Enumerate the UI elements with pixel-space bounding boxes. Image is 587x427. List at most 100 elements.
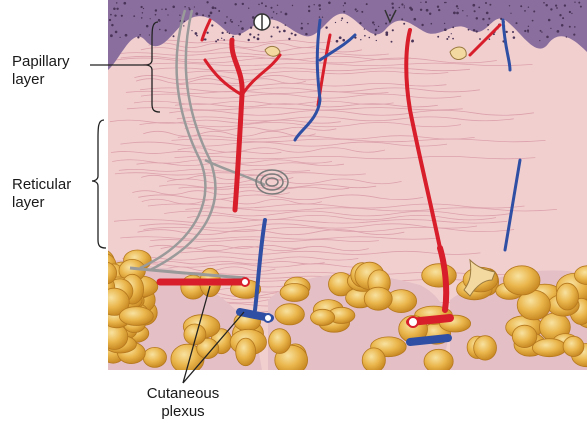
- stipple-dot: [206, 1, 208, 3]
- stipple-dot: [374, 34, 376, 36]
- stipple-dot: [374, 24, 375, 25]
- stipple-dot: [392, 7, 394, 9]
- stipple-dot: [524, 10, 526, 12]
- stipple-dot: [210, 12, 213, 15]
- reticular-bracket: [92, 120, 106, 248]
- stipple-dot: [375, 29, 377, 31]
- stipple-dot: [557, 30, 560, 33]
- stipple-dot: [355, 8, 357, 10]
- stipple-dot: [524, 30, 526, 32]
- fat-cell: [280, 284, 309, 302]
- stipple-dot: [385, 22, 387, 24]
- fat-cell: [556, 283, 578, 310]
- stipple-dot: [437, 6, 439, 8]
- stipple-dot: [114, 14, 116, 16]
- stipple-dot: [123, 2, 126, 5]
- stipple-dot: [158, 19, 160, 21]
- stipple-dot: [226, 16, 228, 18]
- stipple-dot: [474, 10, 476, 12]
- stipple-dot: [339, 36, 342, 39]
- stipple-dot: [232, 36, 234, 38]
- stipple-dot: [265, 5, 267, 7]
- stipple-dot: [111, 24, 113, 26]
- stipple-dot: [121, 15, 123, 17]
- stipple-dot: [308, 6, 310, 8]
- stipple-dot: [217, 39, 219, 41]
- stipple-dot: [574, 2, 575, 3]
- stipple-dot: [230, 19, 231, 20]
- stipple-dot: [211, 24, 213, 26]
- stipple-dot: [196, 35, 198, 37]
- stipple-dot: [545, 4, 547, 6]
- stipple-dot: [431, 23, 433, 25]
- stipple-dot: [116, 8, 118, 10]
- fat-cell: [95, 262, 117, 284]
- stipple-dot: [142, 12, 143, 13]
- stipple-dot: [165, 8, 167, 10]
- stipple-dot: [212, 6, 215, 9]
- stipple-dot: [238, 33, 241, 36]
- stipple-dot: [292, 5, 293, 6]
- stipple-dot: [376, 40, 377, 41]
- stipple-dot: [476, 30, 478, 32]
- stipple-dot: [578, 2, 580, 4]
- stipple-dot: [172, 6, 175, 9]
- stipple-dot: [218, 10, 220, 12]
- stipple-dot: [482, 18, 484, 20]
- stipple-dot: [223, 39, 225, 41]
- stipple-dot: [270, 7, 272, 9]
- stipple-dot: [149, 34, 150, 35]
- stipple-dot: [389, 14, 391, 16]
- stipple-dot: [550, 28, 551, 29]
- stipple-dot: [202, 14, 204, 16]
- stipple-dot: [478, 6, 480, 8]
- stipple-dot: [456, 5, 458, 7]
- stipple-dot: [191, 30, 192, 31]
- stipple-dot: [227, 32, 228, 33]
- stipple-dot: [506, 31, 508, 33]
- stipple-dot: [215, 40, 217, 42]
- stipple-dot: [335, 22, 336, 23]
- stipple-dot: [509, 5, 510, 6]
- stipple-dot: [319, 16, 320, 17]
- stipple-dot: [369, 37, 371, 39]
- stipple-dot: [318, 4, 321, 7]
- stipple-dot: [301, 23, 303, 25]
- stipple-dot: [527, 29, 529, 31]
- stipple-dot: [179, 15, 180, 16]
- stipple-dot: [569, 26, 571, 28]
- stipple-dot: [308, 10, 310, 12]
- fat-cell: [364, 287, 392, 310]
- stipple-dot: [221, 38, 222, 39]
- artery-cross-section-right: [408, 317, 418, 327]
- stipple-dot: [140, 6, 142, 8]
- stipple-dot: [307, 23, 309, 25]
- stipple-dot: [342, 39, 345, 42]
- stipple-dot: [574, 26, 576, 28]
- stipple-dot: [487, 24, 489, 26]
- stipple-dot: [115, 31, 118, 34]
- cutaneous-label-line-1: Cutaneous: [128, 385, 238, 403]
- stipple-dot: [466, 15, 467, 16]
- stipple-dot: [249, 33, 251, 35]
- stipple-dot: [372, 21, 374, 23]
- stipple-dot: [288, 38, 290, 40]
- stipple-dot: [573, 34, 575, 36]
- artery-cross-section-left: [241, 278, 249, 286]
- stipple-dot: [420, 2, 421, 3]
- stipple-dot: [364, 28, 365, 29]
- stipple-dot: [165, 29, 167, 31]
- papillary-label-line-2: layer: [12, 71, 70, 89]
- stipple-dot: [150, 18, 151, 19]
- stipple-dot: [556, 7, 558, 9]
- fat-cell: [143, 347, 166, 367]
- stipple-dot: [510, 13, 511, 14]
- stipple-dot: [184, 20, 186, 22]
- stipple-dot: [539, 40, 540, 41]
- reticular-label-line-1: Reticular: [12, 176, 71, 194]
- stipple-dot: [285, 24, 287, 26]
- stipple-dot: [184, 6, 186, 8]
- stipple-dot: [425, 1, 427, 3]
- fat-cell: [504, 266, 540, 295]
